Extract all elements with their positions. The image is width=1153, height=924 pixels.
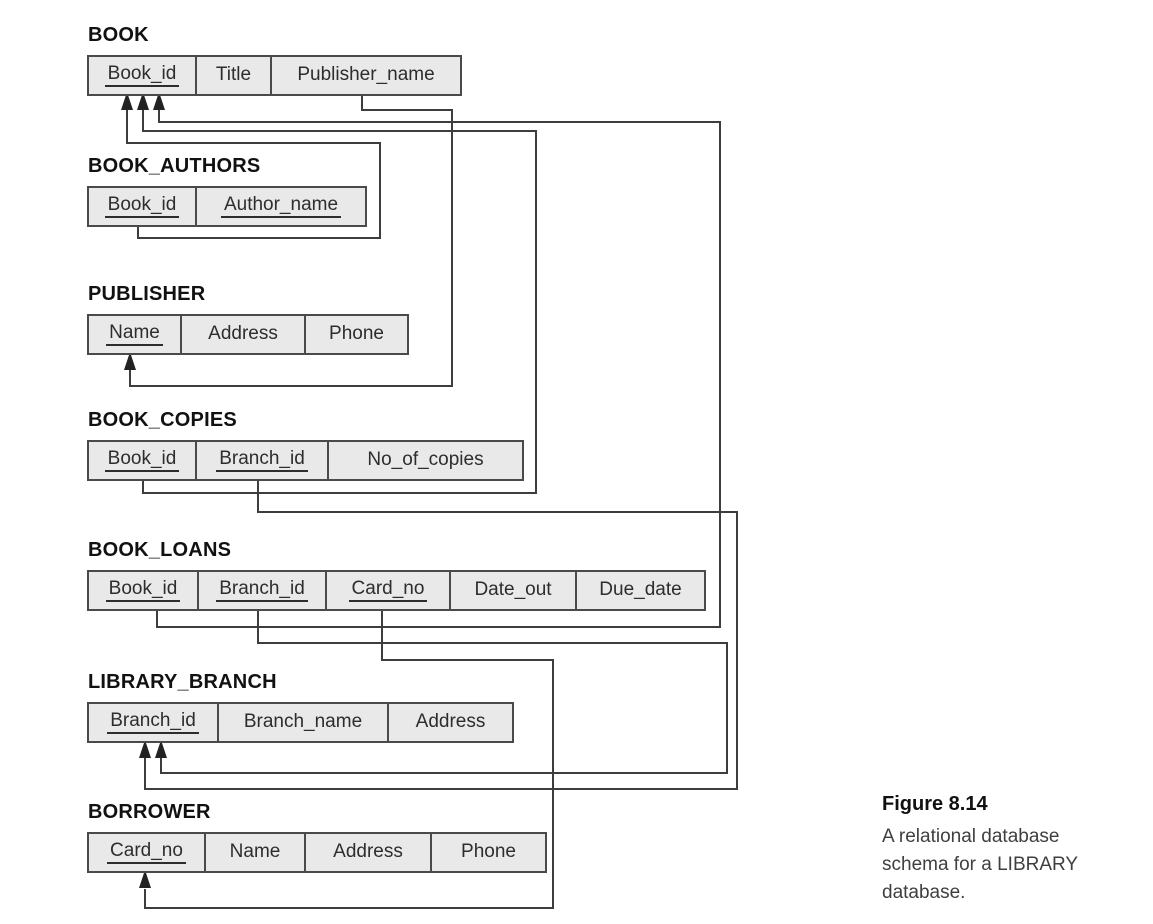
column-borrower-card-no: Card_no <box>89 834 204 871</box>
arrowhead-book-copies-to-book <box>137 92 149 110</box>
arrowhead-book-authors-to-book <box>121 92 133 110</box>
table-book-loans: BOOK_LOANS Book_id Branch_id Card_no Dat… <box>87 540 706 611</box>
figure-caption-line: A relational database <box>882 826 1060 847</box>
column-publisher-name: Name <box>89 316 180 353</box>
column-book-authors-author-name: Author_name <box>195 188 365 225</box>
table-name-book-loans: BOOK_LOANS <box>88 539 232 561</box>
column-book-loans-branch-id: Branch_id <box>197 572 325 609</box>
table-name-book-copies: BOOK_COPIES <box>88 409 237 431</box>
arrowhead-book-loans-to-borrower <box>139 870 151 888</box>
table-row-library-branch: Branch_id Branch_name Address <box>87 702 514 743</box>
table-row-book-authors: Book_id Author_name <box>87 186 367 227</box>
column-book-loans-date-out: Date_out <box>449 572 575 609</box>
figure-caption-line: database. <box>882 882 966 903</box>
column-book-copies-book-id: Book_id <box>89 442 195 479</box>
table-name-book: BOOK <box>88 24 149 46</box>
column-borrower-phone: Phone <box>430 834 545 871</box>
arrowhead-book-loans-to-book <box>153 92 165 110</box>
column-borrower-name: Name <box>204 834 304 871</box>
column-borrower-address: Address <box>304 834 430 871</box>
fk-line-book-copies-to-library-branch <box>144 477 738 790</box>
fk-line-book-loans-to-book <box>156 109 721 628</box>
column-book-loans-book-id: Book_id <box>89 572 197 609</box>
table-publisher: PUBLISHER Name Address Phone <box>87 284 409 355</box>
table-book-copies: BOOK_COPIES Book_id Branch_id No_of_copi… <box>87 410 524 481</box>
table-row-borrower: Card_no Name Address Phone <box>87 832 547 873</box>
column-library-branch-branch-name: Branch_name <box>217 704 387 741</box>
column-book-loans-card-no: Card_no <box>325 572 449 609</box>
fk-line-book-loans-to-library-branch <box>160 607 728 774</box>
table-row-book-loans: Book_id Branch_id Card_no Date_out Due_d… <box>87 570 706 611</box>
table-borrower: BORROWER Card_no Name Address Phone <box>87 802 547 873</box>
table-row-book-copies: Book_id Branch_id No_of_copies <box>87 440 524 481</box>
column-publisher-phone: Phone <box>304 316 407 353</box>
column-book-authors-book-id: Book_id <box>89 188 195 225</box>
column-book-title: Title <box>195 57 270 94</box>
figure-caption-line: schema for a LIBRARY <box>882 854 1079 875</box>
column-library-branch-address: Address <box>387 704 512 741</box>
table-name-borrower: BORROWER <box>88 801 211 823</box>
column-publisher-address: Address <box>180 316 304 353</box>
table-name-library-branch: LIBRARY_BRANCH <box>88 671 277 693</box>
column-book-publisher-name: Publisher_name <box>270 57 460 94</box>
fk-line-book-authors-to-book <box>126 109 381 239</box>
figure-caption: Figure 8.14 A relational database schema… <box>882 793 1142 907</box>
table-row-book: Book_id Title Publisher_name <box>87 55 462 96</box>
fk-line-book-to-publisher <box>129 92 453 387</box>
arrowhead-book-to-publisher <box>124 352 136 370</box>
table-row-publisher: Name Address Phone <box>87 314 409 355</box>
arrowhead-book-loans-to-library-branch <box>155 740 167 758</box>
column-library-branch-branch-id: Branch_id <box>89 704 217 741</box>
table-book-authors: BOOK_AUTHORS Book_id Author_name <box>87 156 367 227</box>
column-book-loans-due-date: Due_date <box>575 572 704 609</box>
figure-caption-label: Figure 8.14 <box>882 793 988 815</box>
fk-line-book-loans-to-borrower <box>144 607 554 909</box>
table-name-publisher: PUBLISHER <box>88 283 206 305</box>
column-book-copies-no-of-copies: No_of_copies <box>327 442 522 479</box>
column-book-copies-branch-id: Branch_id <box>195 442 327 479</box>
column-book-book-id: Book_id <box>89 57 195 94</box>
table-name-book-authors: BOOK_AUTHORS <box>88 155 261 177</box>
table-library-branch: LIBRARY_BRANCH Branch_id Branch_name Add… <box>87 672 514 743</box>
arrowhead-book-copies-to-library-branch <box>139 740 151 758</box>
table-book: BOOK Book_id Title Publisher_name <box>87 25 462 96</box>
fk-line-book-copies-to-book <box>142 109 537 494</box>
